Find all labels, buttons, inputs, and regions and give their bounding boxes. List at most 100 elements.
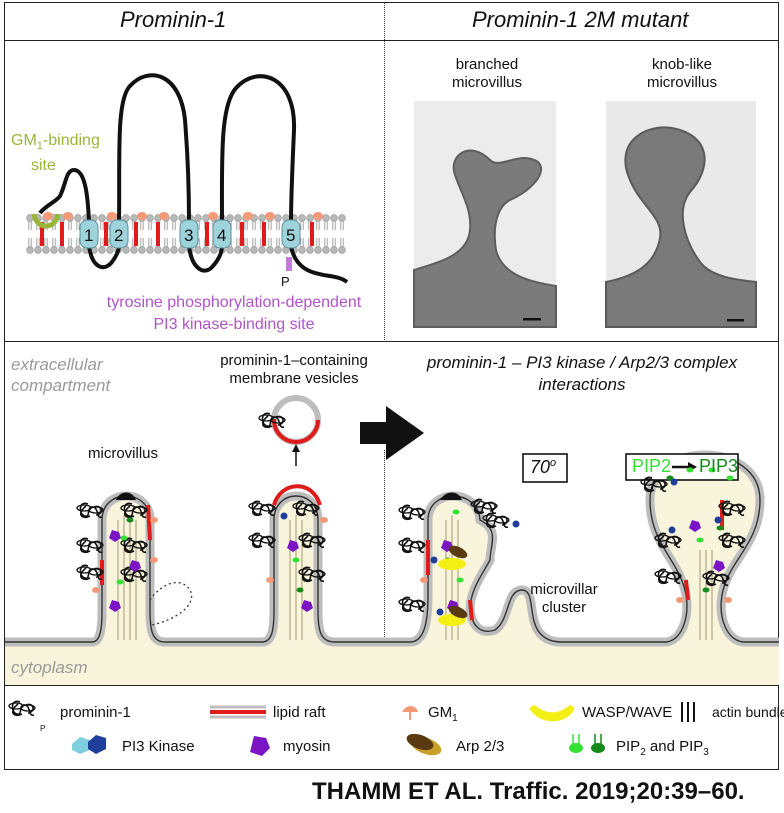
pip2-icon: [686, 467, 694, 473]
tm-label-4: 4: [217, 226, 227, 245]
micrograph-branched: [413, 101, 557, 328]
pip2-icon: [726, 475, 734, 481]
pi3k-icon: [714, 516, 722, 524]
pip2-icon: [120, 535, 128, 541]
prominin-icon: [398, 504, 426, 521]
legend-prominin-icon: [8, 700, 36, 717]
gm1-icon: [724, 597, 732, 603]
raft-stripe: [156, 222, 160, 246]
pi3k-icon: [430, 556, 438, 564]
pi3k-icon: [668, 526, 676, 534]
gm1-headgroup: [243, 212, 253, 220]
prominin-topology-chain: [38, 73, 349, 284]
legend-actin-icon: [681, 702, 695, 722]
tm-segments: [79, 219, 301, 249]
tm-segment: [281, 219, 301, 249]
pip2-label: PIP2: [632, 456, 672, 476]
legend-lipid-raft-label: lipid raft: [273, 704, 326, 721]
myosin-icon: [109, 530, 121, 542]
tip-cap: [116, 492, 136, 500]
gm1-icon: [150, 557, 158, 563]
legend-arp-label: Arp 2/3: [456, 738, 505, 755]
legend-wasp-label: WASP/WAVE: [582, 704, 673, 721]
raft-stripe: [262, 222, 266, 246]
micrograph-knob: [605, 101, 757, 328]
raft-stripe: [240, 222, 244, 246]
gm1-headgroup: [208, 212, 218, 220]
pip3-label: PIP3: [699, 456, 739, 476]
actin-bundles: [117, 515, 713, 640]
tm-segment: [79, 219, 99, 249]
gm1-headgroup: [137, 212, 147, 220]
legend-pi3k-light: [72, 737, 90, 754]
panel-divider: [4, 341, 779, 342]
pip3-icon: [702, 587, 710, 593]
legend-myosin-icon: [250, 736, 270, 756]
raft-stripe: [205, 222, 209, 246]
pip2-icon: [456, 577, 464, 583]
tm-label-1: 1: [84, 226, 94, 245]
microvillus-label: microvillus: [88, 445, 159, 462]
pip3-icon: [666, 475, 674, 481]
legend-graphics: [8, 700, 695, 756]
angle-label: 70o: [530, 457, 557, 477]
tm-segment: [179, 219, 199, 249]
pip2-icon: [116, 579, 124, 585]
pip2-icon: [452, 509, 460, 515]
tm-label-2: 2: [114, 226, 124, 245]
myosin-icon: [713, 560, 725, 572]
figure-frame: [4, 2, 779, 770]
raft-stripe: [310, 222, 314, 246]
pi3k-icon: [280, 512, 288, 520]
gm1-icon: [150, 517, 158, 523]
gm1-icon: [676, 597, 684, 603]
gm1-headgroup: [107, 212, 117, 220]
interactions-title: prominin-1 – PI3 kinase / Arp2/3 complex…: [426, 353, 738, 394]
raft-stripe: [134, 222, 138, 246]
phospho-site-marker: [286, 257, 292, 271]
tip-cap: [440, 492, 462, 500]
legend-prominin-label: prominin-1: [60, 704, 131, 721]
legend-p-sub: P: [40, 724, 46, 733]
citation: THAMM ET AL. Traffic. 2019;20:39–60.: [312, 778, 745, 805]
dotted-bud-outline: [149, 581, 193, 626]
prominin-icon: [398, 537, 426, 554]
angle-box: [522, 453, 568, 483]
raft-stripe: [40, 222, 44, 246]
bottom-column-divider: [384, 450, 385, 685]
pip2-icon: [696, 537, 704, 543]
wasp-icon: [438, 558, 466, 570]
gm1-icon: [320, 517, 328, 523]
legend-pi3k-label: PI3 Kinase: [122, 738, 195, 755]
gm1-headgroup: [159, 212, 169, 220]
prominin-icon: [398, 596, 426, 613]
legend-pip-icons: [569, 734, 605, 753]
gm1-icon: [92, 587, 100, 593]
legend-myosin-label: myosin: [283, 738, 331, 755]
tm-segment: [212, 219, 232, 249]
myosin-icon: [109, 600, 121, 612]
raft-stripes: [40, 212, 323, 246]
prominin-icon: [470, 498, 498, 515]
raft-stripe: [104, 222, 108, 246]
myosin-icon: [689, 520, 701, 532]
top-column-divider: [384, 2, 385, 342]
prominin-icon: [482, 512, 510, 529]
tm-label-3: 3: [184, 226, 194, 245]
pip2-icon: [708, 467, 716, 473]
arp-icon: [448, 605, 468, 619]
myosin-icon: [287, 540, 299, 552]
gm1-headgroup: [265, 212, 275, 220]
gm1-binding-arc: [31, 213, 61, 229]
pi3k-icon: [436, 608, 444, 616]
header-divider: [4, 40, 779, 41]
gm1-icon: [420, 577, 428, 583]
legend-pi3k-dark: [88, 735, 106, 754]
pip3-icon: [126, 517, 134, 523]
protein-decorations: [76, 412, 746, 626]
